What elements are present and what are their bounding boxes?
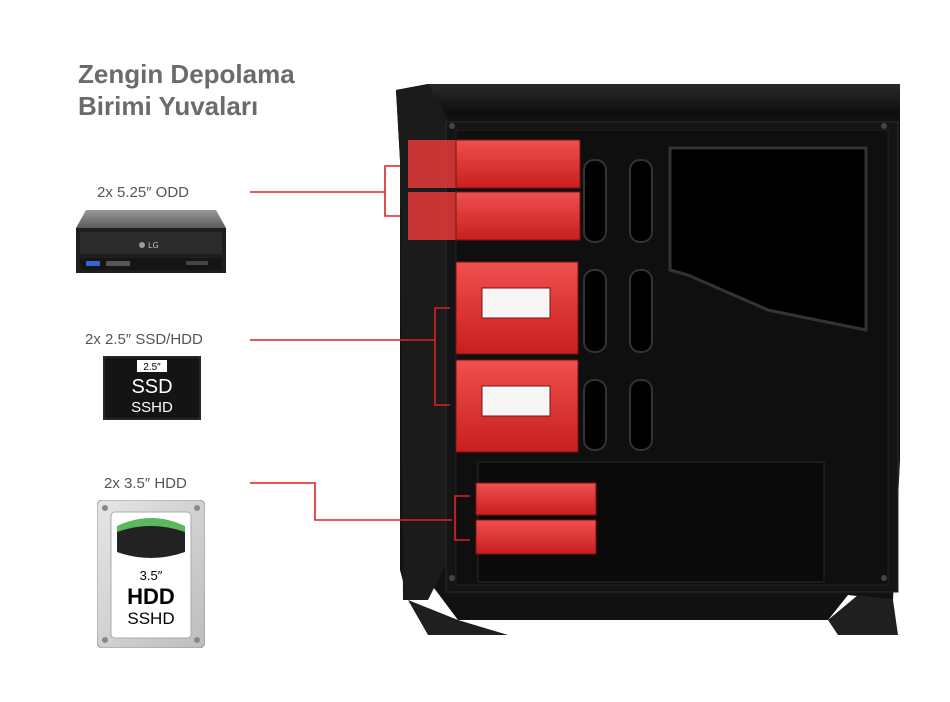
title-line-1: Zengin Depolama	[78, 59, 295, 89]
optical-drive-icon: LG	[76, 210, 226, 273]
hdd-badge-line2: SSHD	[127, 609, 174, 628]
ssd-badge-line2: SSHD	[131, 399, 173, 416]
hdd-badge-line1: HDD	[127, 584, 175, 609]
page-title: Zengin Depolama Birimi Yuvaları	[78, 58, 295, 122]
ssd-icon: 2.5″ SSD SSHD	[103, 356, 201, 420]
ssd-badge-line1: SSD	[131, 376, 172, 398]
pc-case-image	[396, 84, 900, 635]
hdd-icon: 3.5″ HDD SSHD	[97, 500, 205, 648]
ssd-size: 2.5″	[143, 362, 161, 373]
hdd-label: 2x 3.5″ HDD	[104, 475, 187, 492]
ssd-label: 2x 2.5″ SSD/HDD	[85, 331, 203, 348]
odd-label: 2x 5.25″ ODD	[97, 184, 190, 201]
title-line-2: Birimi Yuvaları	[78, 91, 259, 121]
odd-brand: LG	[148, 241, 159, 250]
hdd-size: 3.5″	[140, 568, 163, 583]
